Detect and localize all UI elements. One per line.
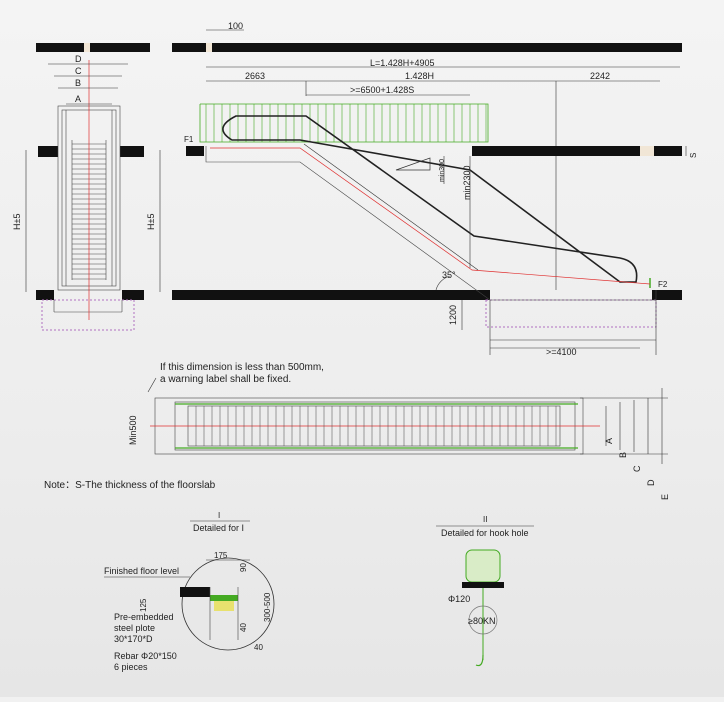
dim-40b: 40 bbox=[254, 643, 263, 652]
upper-floor-slab-left bbox=[186, 146, 204, 156]
clearance-zone bbox=[199, 103, 489, 143]
f1-label: F1 bbox=[184, 135, 194, 144]
floorslab-note: Note：S-The thickness of the floorslab bbox=[44, 480, 216, 491]
bottom-slab-left bbox=[36, 290, 54, 300]
dim-100: 100 bbox=[228, 21, 243, 31]
detail-i-circle bbox=[181, 557, 275, 651]
clearance-triangle bbox=[395, 157, 431, 171]
plan-dim-d: D bbox=[646, 479, 656, 486]
lower-pit bbox=[485, 299, 657, 328]
detail-ii-title: Detailed for hook hole bbox=[441, 528, 529, 538]
slab-thickness-s: S bbox=[689, 153, 698, 158]
plate-line-2: steel plote bbox=[114, 623, 155, 633]
rebar-line-1: Rebar Φ20*150 bbox=[114, 651, 177, 661]
dim-90: 90 bbox=[239, 563, 248, 572]
h-dim-left: H±5 bbox=[12, 214, 22, 230]
min300-label: min300 bbox=[439, 159, 446, 182]
dim-1428h: 1.428H bbox=[405, 71, 434, 81]
dim-6500: >=6500+1.428S bbox=[350, 85, 414, 95]
plan-dim-c: C bbox=[632, 465, 642, 472]
upper-floor-slab-right bbox=[472, 146, 682, 156]
floor-slab-left bbox=[38, 146, 58, 157]
dim-300-500: 300-500 bbox=[263, 592, 272, 622]
finished-floor-label: Finished floor level bbox=[104, 566, 179, 576]
dim-175: 175 bbox=[214, 551, 228, 560]
slab-gap bbox=[84, 43, 90, 52]
hook-icon bbox=[475, 654, 484, 667]
detail-ii: II Detailed for hook hole Φ120 ≥80KN bbox=[436, 515, 534, 667]
pit-outline bbox=[41, 299, 135, 331]
h-dim-mid: H±5 bbox=[146, 214, 156, 230]
warning-line-1: If this dimension is less than 500mm, bbox=[160, 362, 324, 373]
lower-floor-slab-left bbox=[172, 290, 490, 300]
min500-label: Min500 bbox=[128, 415, 138, 445]
dim-40a: 40 bbox=[239, 623, 248, 632]
hook-beam bbox=[465, 549, 501, 583]
length-formula: L=1.428H+4905 bbox=[370, 58, 435, 68]
dim-4100: >=4100 bbox=[546, 347, 577, 357]
plan-dim-e: E bbox=[660, 494, 670, 500]
dim-b-label: B bbox=[75, 78, 81, 88]
floor-slab-right bbox=[120, 146, 144, 157]
f2-label: F2 bbox=[658, 280, 668, 289]
truss-bottom bbox=[205, 146, 657, 301]
dim-a-label: A bbox=[75, 94, 81, 104]
phi-120: Φ120 bbox=[448, 594, 470, 604]
cross-section-view: D C B A H±5 bbox=[12, 43, 150, 331]
side-elevation-view: 100 L=1.428H+4905 2663 1.428H 2242 >=650… bbox=[146, 21, 698, 357]
dim-125: 125 bbox=[139, 598, 148, 612]
rebar-line-2: 6 pieces bbox=[114, 662, 148, 672]
plate-line-3: 30*170*D bbox=[114, 634, 153, 644]
detail-i-title: Detailed for I bbox=[193, 523, 244, 533]
dim-1200: 1200 bbox=[448, 305, 458, 325]
step-line bbox=[210, 147, 651, 285]
angle-label: 35° bbox=[442, 270, 456, 280]
detail-i-roman: I bbox=[218, 511, 220, 520]
plan-view: If this dimension is less than 500mm, a … bbox=[128, 362, 670, 500]
plan-dim-b: B bbox=[618, 452, 628, 458]
bottom-slab-right bbox=[122, 290, 144, 300]
plate-line-1: Pre-embedded bbox=[114, 612, 174, 622]
dim-2242: 2242 bbox=[590, 71, 610, 81]
dim-d-label: D bbox=[75, 54, 82, 64]
plan-dim-a: A bbox=[604, 438, 614, 444]
dim-2663: 2663 bbox=[245, 71, 265, 81]
lower-floor-slab-right bbox=[652, 290, 682, 300]
detail-i: I Detailed for I 175 90 125 300-500 40 4… bbox=[104, 511, 275, 672]
detail-ii-roman: II bbox=[483, 515, 487, 524]
warning-line-2: a warning label shall be fixed. bbox=[160, 374, 291, 385]
dim-c-label: C bbox=[75, 66, 82, 76]
top-slab bbox=[172, 43, 682, 52]
load-80kn: ≥80KN bbox=[468, 616, 495, 626]
top-slab-left bbox=[36, 43, 150, 52]
steps-section bbox=[71, 140, 107, 280]
min2300-label: min2300 bbox=[462, 165, 472, 200]
